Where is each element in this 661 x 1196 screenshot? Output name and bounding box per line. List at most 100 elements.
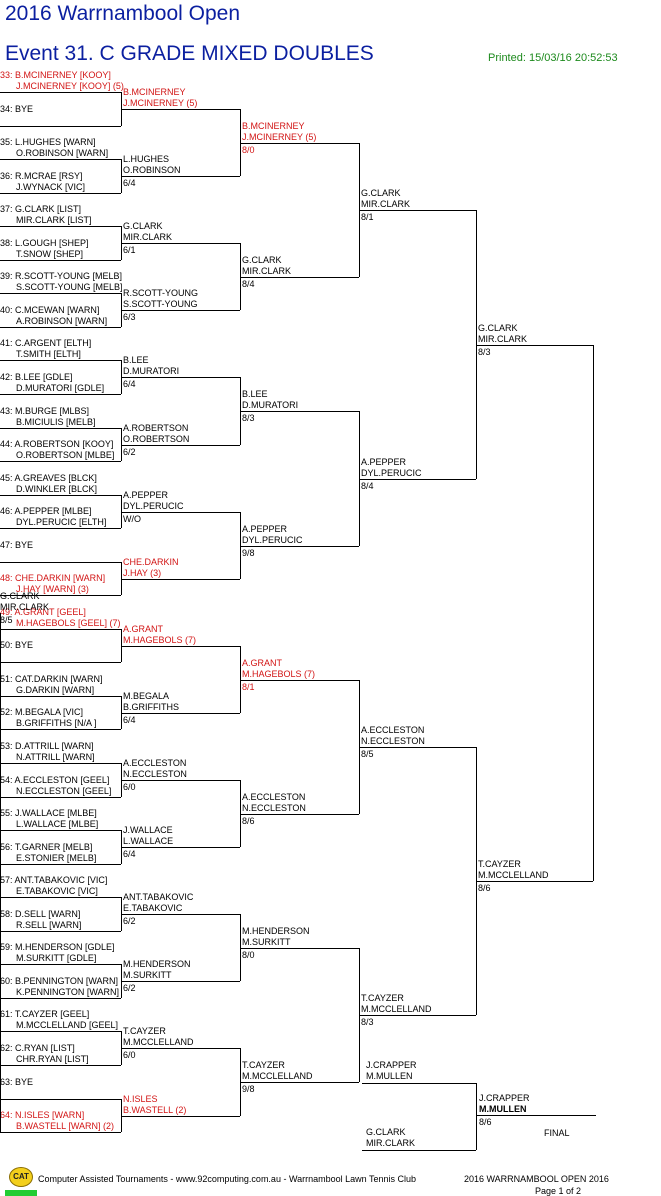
winner-line2: N.ECCLESTON (242, 803, 306, 813)
match-score: 8/6 (478, 883, 491, 893)
draw-entry: 64: N.ISLES [WARN] (0, 1110, 85, 1120)
footer-page-number: Page 1 of 2 (535, 1186, 582, 1196)
match-score: 8/3 (242, 413, 255, 423)
draw-entry-partner: N.ECCLESTON [GEEL] (16, 786, 112, 796)
draw-entry-partner: B.MICIULIS [MELB] (16, 417, 96, 427)
draw-entry: 41: C.ARGENT [ELTH] (0, 338, 92, 348)
match-score: 6/2 (123, 916, 136, 926)
winner-line1: A.PEPPER (123, 490, 169, 500)
bracket-line (121, 445, 240, 446)
bracket-line (0, 562, 121, 563)
bracket-line (0, 595, 121, 596)
draw-entry: 43: M.BURGE [MLBS] (0, 406, 90, 416)
bracket-line (121, 310, 240, 311)
bracket-line (0, 662, 121, 663)
bracket-line (240, 646, 241, 713)
bracket-line (121, 495, 122, 528)
winner-line2: E.TABAKOVIC (123, 903, 183, 913)
winner-line1: A.ECCLESTON (361, 725, 425, 735)
winner-line2: O.ROBINSON (123, 165, 181, 175)
bracket-line (121, 428, 122, 461)
bracket-line (476, 881, 593, 882)
winner-line2: J.MCINERNEY (5) (242, 132, 317, 142)
match-score: W/O (123, 514, 141, 524)
final-score: 8/6 (479, 1117, 492, 1127)
bracket-line (0, 1099, 121, 1100)
draw-entry: 39: R.SCOTT-YOUNG [MELB] (0, 271, 123, 281)
winner-line2: M.MCCLELLAND (478, 870, 549, 880)
bracket-line (0, 193, 121, 194)
match-score: 8/1 (361, 212, 374, 222)
playoff-bottom-line2: MIR.CLARK (366, 1138, 416, 1148)
draw-entry-partner: CHR.RYAN [LIST] (16, 1054, 89, 1064)
bracket-line (0, 629, 121, 630)
winner-line2: DYL.PERUCIC (123, 501, 184, 511)
bracket-line (121, 176, 240, 177)
bracket-line (362, 1083, 476, 1084)
bracket-line (0, 327, 121, 328)
draw-entry: 53: D.ATTRILL [WARN] (0, 741, 94, 751)
bracket-line (121, 1048, 240, 1049)
bracket-line (121, 696, 122, 729)
draw-entry: 45: A.GREAVES [BLCK] (0, 473, 97, 483)
draw-entry-partner: L.WALLACE [MLBE] (16, 819, 99, 829)
winner-line1: B.LEE (242, 389, 268, 399)
winner-line2: B.GRIFFITHS (123, 702, 179, 712)
match-score: 6/4 (123, 715, 136, 725)
draw-entry: 56: T.GARNER [MELB] (0, 842, 93, 852)
bracket-line (121, 1099, 122, 1132)
match-score: 6/0 (123, 1050, 136, 1060)
winner-line1: M.HENDERSON (123, 959, 191, 969)
bracket-line (240, 914, 241, 981)
draw-entry-partner: E.STONIER [MELB] (16, 853, 97, 863)
draw-entry: 33: B.MCINERNEY [KOOY] (0, 70, 111, 80)
final-winner-line1: J.CRAPPER (479, 1093, 530, 1103)
draw-entry-partner: E.TABAKOVIC [VIC] (16, 886, 98, 896)
bracket-line (121, 629, 122, 662)
draw-entry-partner: DYL.PERUCIC [ELTH] (16, 517, 107, 527)
draw-entry: 48: CHE.DARKIN [WARN] (0, 573, 106, 583)
winner-line1: G.CLARK (123, 221, 163, 231)
draw-entry-partner: M.SURKITT [GDLE] (16, 953, 97, 963)
bracket-line (0, 729, 121, 730)
winner-line2: MIR.CLARK (478, 334, 528, 344)
draw-entry-partner: S.SCOTT-YOUNG [MELB] (16, 282, 123, 292)
bracket-line (359, 479, 476, 480)
match-score: 8/5 (361, 749, 374, 759)
winner-line1: CHE.DARKIN (123, 557, 179, 567)
bracket-line (0, 830, 121, 831)
match-score: 8/0 (242, 950, 255, 960)
winner-line2: D.MURATORI (242, 400, 299, 410)
bracket-line (0, 159, 121, 160)
winner-line1: G.CLARK (242, 255, 282, 265)
playoff-bottom-line1: G.CLARK (366, 1127, 406, 1137)
bracket-line (240, 780, 241, 847)
playoff-top-line2: M.MULLEN (366, 1071, 413, 1081)
winner-line1: M.HENDERSON (242, 926, 310, 936)
winner-line1: A.ROBERTSON (123, 423, 189, 433)
draw-entry: 35: L.HUGHES [WARN] (0, 137, 96, 147)
draw-entry: 46: A.PEPPER [MLBE] (0, 506, 92, 516)
bracket-line (0, 394, 121, 395)
bracket-line (240, 680, 359, 681)
bracket-line (121, 579, 240, 580)
winner-line1: T.CAYZER (361, 993, 404, 1003)
bracket-line (0, 897, 121, 898)
bracket-line (0, 1065, 121, 1066)
winner-line1: B.MCINERNEY (242, 121, 305, 131)
draw-entry-partner: O.ROBERTSON [MLBE] (16, 450, 115, 460)
draw-entry-partner: J.MCINERNEY [KOOY] (5) (16, 81, 124, 91)
draw-entry-partner: R.SELL [WARN] (16, 920, 82, 930)
winner-line1: T.CAYZER (123, 1026, 166, 1036)
printed-timestamp: Printed: 15/03/16 20:52:53 (488, 52, 618, 64)
winner-line1: A.ECCLESTON (123, 758, 187, 768)
match-score: 8/1 (242, 682, 255, 692)
bracket-line (362, 1150, 476, 1151)
draw-entry-partner: N.ATTRILL [WARN] (16, 752, 95, 762)
bracket-line (0, 428, 121, 429)
match-score: 8/6 (242, 816, 255, 826)
match-score: 6/4 (123, 379, 136, 389)
draw-entry: 40: C.MCEWAN [WARN] (0, 305, 100, 315)
winner-line1: A.PEPPER (361, 457, 407, 467)
draw-entry: 61: T.CAYZER [GEEL] (0, 1009, 90, 1019)
